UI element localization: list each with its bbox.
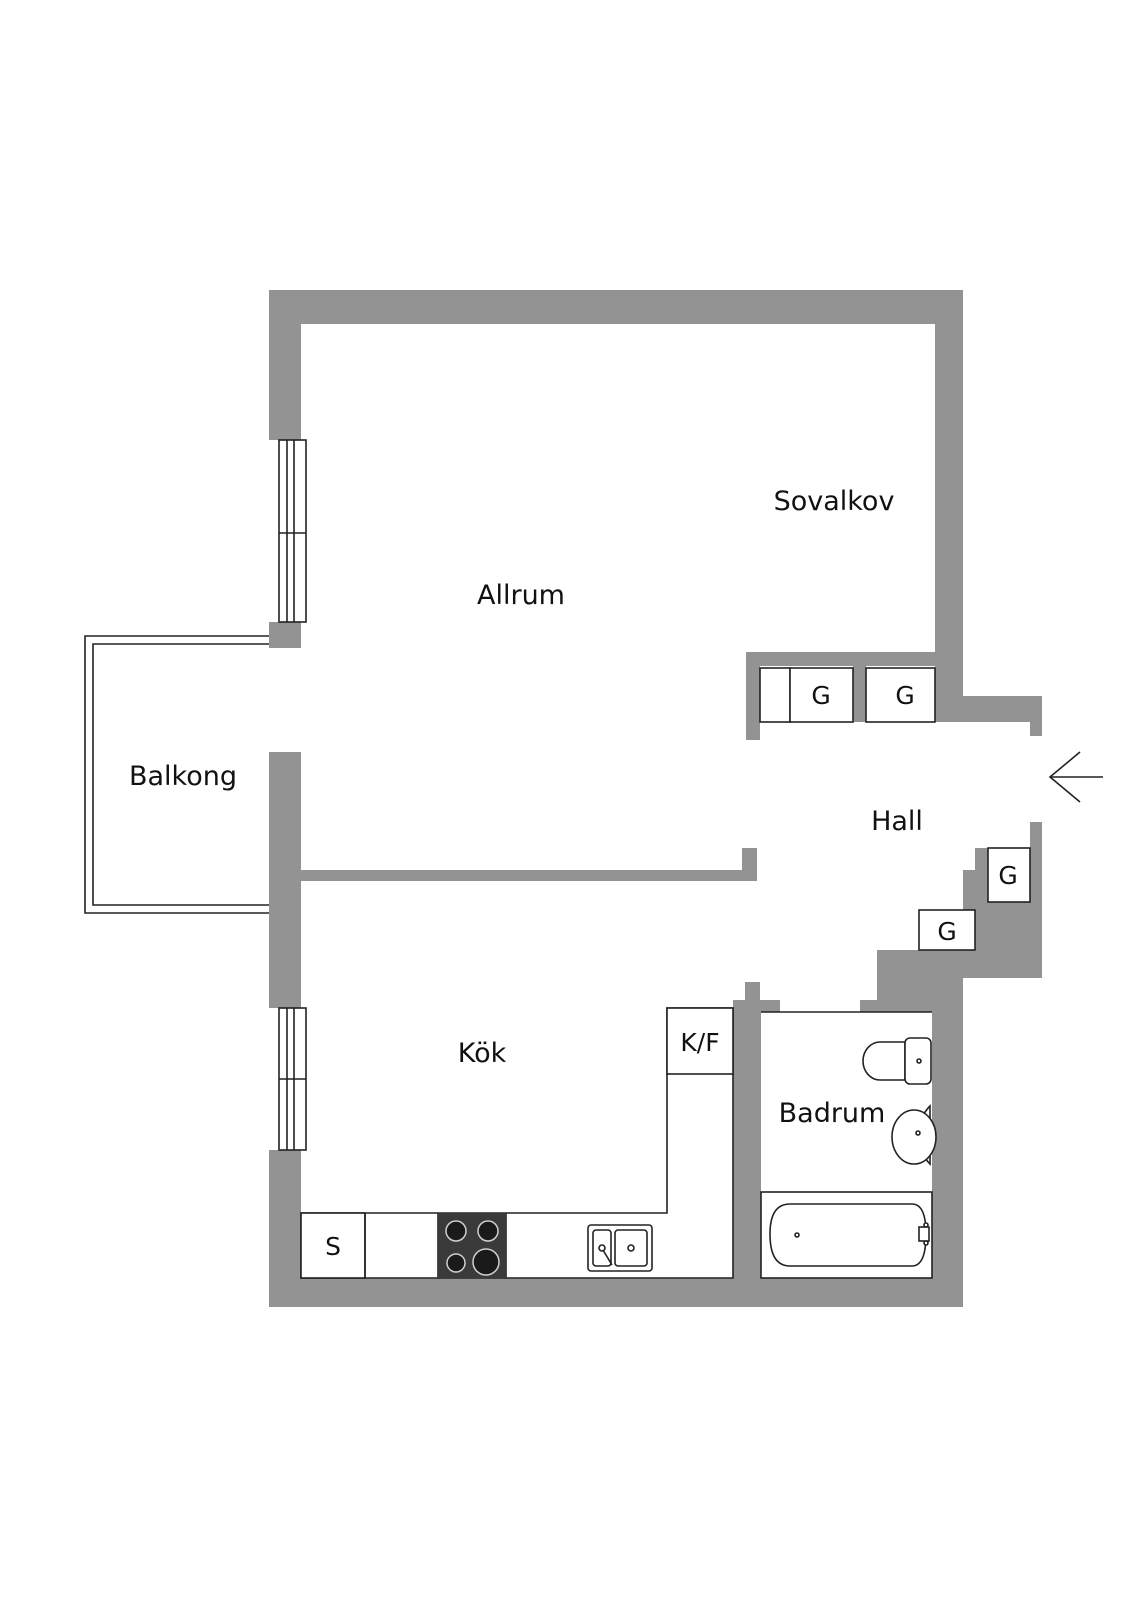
wall-left-3 bbox=[269, 752, 301, 1008]
wall-right-upper bbox=[935, 290, 963, 700]
wardrobe-2 bbox=[865, 667, 936, 723]
wardrobe-1 bbox=[789, 667, 854, 723]
wall-hall-closet bbox=[975, 848, 1030, 925]
wardrobe-label-1: G bbox=[811, 681, 830, 710]
wardrobe-3 bbox=[987, 847, 1031, 903]
wall-right-step bbox=[935, 696, 1042, 736]
fixture-labels: G G G G K/F S bbox=[325, 681, 1018, 1261]
balcony bbox=[84, 635, 269, 914]
room-label-badrum: Badrum bbox=[779, 1098, 886, 1129]
window-allrum bbox=[278, 439, 307, 623]
wardrobes bbox=[759, 667, 1031, 951]
wall-allrum-kok-end bbox=[742, 848, 757, 881]
wardrobe-4 bbox=[918, 909, 976, 951]
toilet-icon bbox=[862, 1037, 932, 1085]
room-label-allrum: Allrum bbox=[477, 580, 565, 611]
wall-left-1 bbox=[269, 290, 301, 440]
walls bbox=[269, 290, 1042, 1307]
room-label-kok: Kök bbox=[458, 1038, 507, 1069]
wall-kok-bath bbox=[733, 1000, 761, 1307]
wardrobe-label-2: G bbox=[895, 681, 914, 710]
wall-closet bbox=[746, 652, 941, 740]
fridge-freezer-box bbox=[666, 1007, 734, 1075]
wardrobe-label-4: G bbox=[937, 917, 956, 946]
entrance-arrow-icon bbox=[1048, 751, 1103, 803]
wall-kok-bath-stub bbox=[733, 982, 780, 1012]
wardrobe-label-3: G bbox=[998, 861, 1017, 890]
wall-allrum-kok bbox=[301, 870, 757, 881]
wall-bath-right bbox=[932, 978, 963, 1307]
sink-icon bbox=[587, 1224, 653, 1272]
storage-label: S bbox=[325, 1232, 341, 1261]
wall-top bbox=[269, 290, 963, 324]
fridge-freezer-label: K/F bbox=[680, 1028, 719, 1057]
windows bbox=[278, 439, 307, 1151]
bathtub-icon bbox=[760, 1191, 933, 1279]
stove-icon bbox=[438, 1213, 506, 1278]
room-label-hall: Hall bbox=[871, 806, 923, 837]
kitchen-counter bbox=[300, 1007, 734, 1279]
room-label-balkong: Balkong bbox=[129, 761, 237, 792]
wall-left-2 bbox=[269, 622, 301, 648]
wall-bottom bbox=[269, 1278, 963, 1307]
washbasin-icon bbox=[891, 1104, 937, 1166]
wardrobe-strip bbox=[759, 667, 791, 723]
room-labels: Allrum Sovalkov Balkong Hall Kök Badrum bbox=[129, 486, 923, 1129]
room-label-sovalkov: Sovalkov bbox=[774, 486, 895, 517]
window-kok bbox=[278, 1007, 307, 1151]
wall-closet-divider bbox=[853, 666, 866, 722]
bathroom-fixtures bbox=[760, 1011, 937, 1279]
wall-left-4 bbox=[269, 1150, 301, 1307]
